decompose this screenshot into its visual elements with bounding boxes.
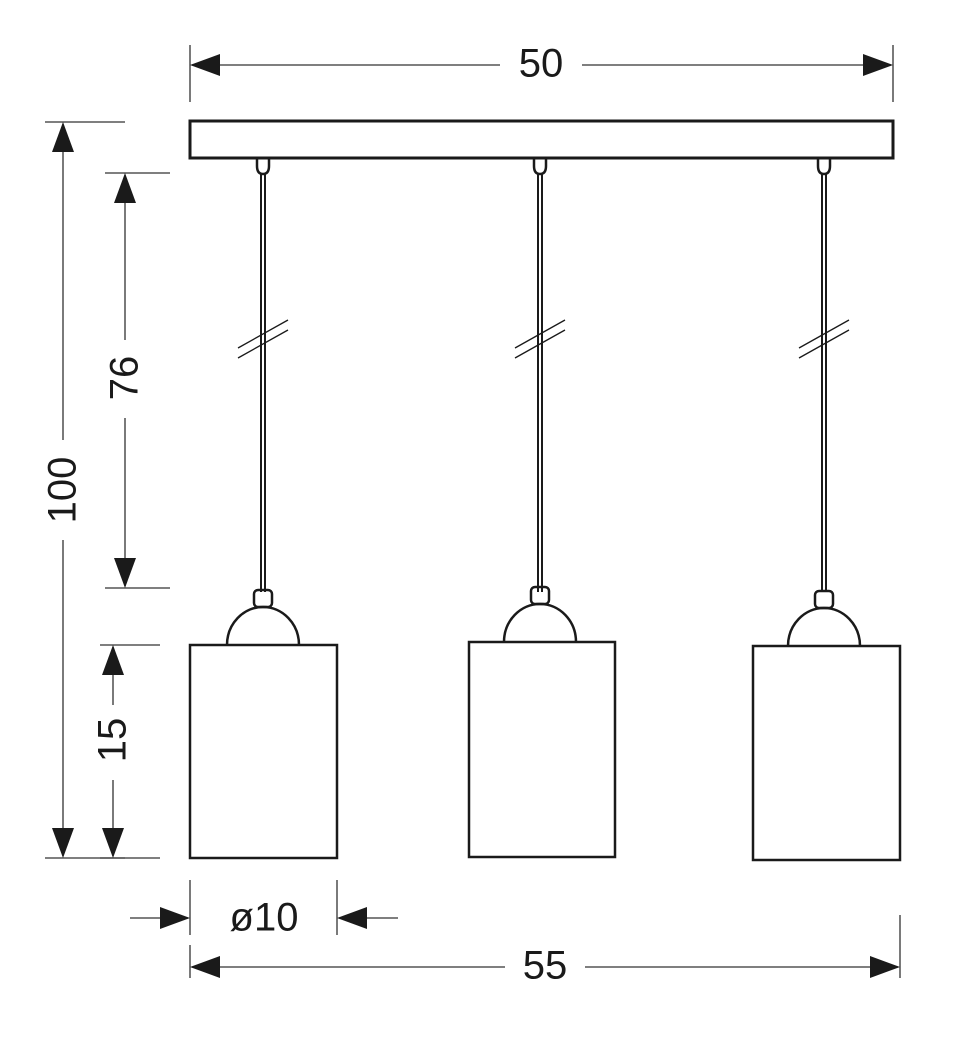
ceiling-canopy bbox=[188, 119, 895, 160]
cord-break-mark bbox=[514, 319, 566, 349]
lamp-socket bbox=[252, 588, 274, 609]
label-total-width: 55 bbox=[523, 944, 568, 988]
cord-break-mark bbox=[237, 319, 289, 349]
label-total-height: 100 bbox=[41, 457, 85, 524]
lamp-dome bbox=[225, 605, 301, 646]
cord-break-mark bbox=[237, 329, 289, 359]
dimension-top-width: 50 bbox=[189, 42, 894, 102]
label-shade-height: 15 bbox=[91, 718, 135, 763]
lamp-dome bbox=[502, 602, 578, 643]
cord-break-mark bbox=[798, 329, 850, 359]
cord-grip-top bbox=[255, 158, 271, 176]
pendant-lamp-3 bbox=[751, 158, 902, 862]
cord-grip-top bbox=[816, 158, 832, 176]
label-shade-diameter: ø10 bbox=[230, 896, 299, 940]
dimension-total-height: 100 bbox=[41, 121, 125, 859]
cord-grip-top bbox=[532, 158, 548, 176]
dimension-shade-height: 15 bbox=[91, 644, 160, 859]
lamp-socket bbox=[529, 585, 551, 606]
lamp-socket bbox=[813, 589, 835, 610]
lamp-shade bbox=[467, 640, 617, 859]
lamp-shade bbox=[188, 643, 339, 860]
label-cord-length: 76 bbox=[103, 356, 147, 401]
dimension-cord-length: 76 bbox=[103, 172, 170, 589]
cord-break-mark bbox=[514, 329, 566, 359]
pendant-lamp-1 bbox=[188, 158, 339, 860]
dimension-total-width: 55 bbox=[189, 915, 901, 988]
cord-break-mark bbox=[798, 319, 850, 349]
dimension-shade-diameter: ø10 bbox=[130, 880, 398, 940]
pendant-lamp-2 bbox=[467, 158, 617, 859]
label-top-width: 50 bbox=[519, 42, 564, 86]
lamp-dome bbox=[786, 606, 862, 647]
lamp-shade bbox=[751, 644, 902, 862]
